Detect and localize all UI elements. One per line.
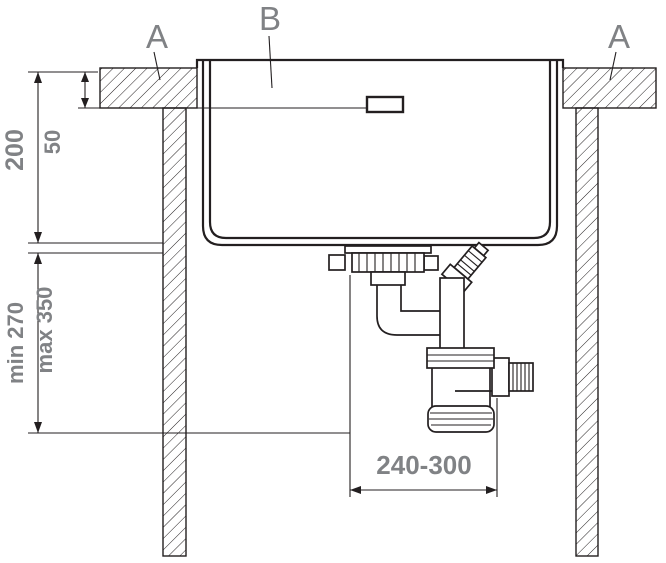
dimension-line-240-300 [350,486,497,494]
dim-label-max-350: max 350 [32,287,57,374]
section-label-a-right: A [608,18,630,55]
dim-label-240-300: 240-300 [376,450,471,480]
dimension-line-200 [34,72,42,243]
trap-outlet [455,357,534,397]
dim-label-min-270: min 270 [3,302,28,384]
cabinet-wall-left-hatch [162,107,187,557]
section-label-b: B [259,0,281,37]
drain-strainer [328,245,439,273]
dim-label-50: 50 [40,130,65,154]
dimension-line-min-max [34,253,42,433]
section-leader-lines [153,35,617,89]
drain-tailpipe-elbow [370,271,442,336]
countertop-right-hatch [562,67,657,109]
trap-bottle [427,368,495,433]
cabinet-wall-right-hatch [575,107,599,557]
sink-basin-outline [195,58,565,247]
trap-coupling-nut [426,347,495,369]
countertop-left-hatch [99,67,198,109]
trap-inlet-pipe [439,277,465,353]
section-label-a-left: A [146,18,168,55]
dim-label-200: 200 [1,129,29,171]
overflow-marker [365,95,405,114]
extension-lines [28,71,498,497]
dimension-line-50 [81,72,89,108]
